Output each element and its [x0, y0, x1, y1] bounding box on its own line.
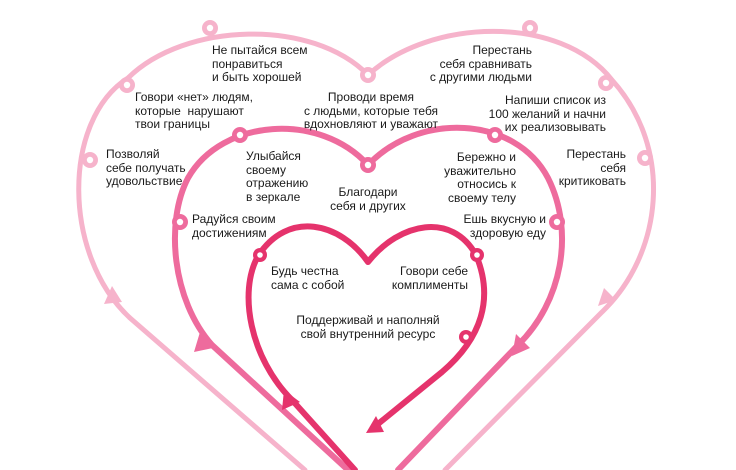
middle-node-center: [176, 218, 184, 226]
tip-wish-list: Напиши список из 100 желаний и начни их …: [488, 93, 606, 134]
tip-stop-criticizing: Перестань себя критиковать: [558, 147, 626, 188]
middle-node-center: [236, 131, 244, 139]
tip-allow-pleasure: Позволяй себе получать удовольствие: [106, 147, 186, 188]
tip-rejoice-achievements: Радуйся своим достижениям: [192, 212, 276, 240]
tip-eat-well: Ешь вкусную и здоровую еду: [463, 212, 546, 240]
middle-right-arrow-icon: [512, 334, 530, 356]
middle-node-center: [491, 131, 499, 139]
inner-left-arrow-icon: [282, 390, 300, 410]
inner-node-center: [474, 252, 480, 258]
middle-node-center: [553, 218, 561, 226]
tip-stop-comparing: Перестань себя сравнивать с другими людь…: [429, 43, 532, 84]
outer-node-center: [526, 24, 534, 32]
tip-spend-time: Проводи время с людьми, которые тебя вдо…: [303, 90, 439, 131]
tip-thank: Благодари себя и других: [330, 185, 406, 213]
inner-node-center: [257, 252, 263, 258]
inner-right-arrow-icon: [366, 416, 384, 433]
outer-node-center: [206, 24, 214, 32]
outer-node-center: [641, 154, 649, 162]
outer-node-center: [86, 156, 94, 164]
tip-body-care: Бережно и уважительно относись к своему …: [444, 150, 516, 205]
outer-node-center: [123, 81, 131, 89]
tip-inner-resource: Поддерживай и наполняй свой внутренний р…: [296, 313, 440, 341]
middle-node-center: [364, 161, 372, 169]
outer-left-arrow-icon: [104, 286, 122, 304]
outer-node-center: [602, 79, 610, 87]
tip-say-no: Говори «нет» людям, которые нарушают тво…: [135, 90, 253, 131]
middle-left-arrow-icon: [194, 332, 213, 352]
tip-compliments: Говори себе комплименты: [391, 264, 468, 292]
outer-node-center: [364, 71, 372, 79]
tip-dont-please-everyone: Не пытайся всем понравиться и быть хорош…: [212, 43, 308, 84]
tip-smile-mirror: Улыбайся своему отражению в зеркале: [246, 149, 309, 204]
path-nodes: [82, 20, 653, 344]
arrowheads: [104, 286, 616, 433]
inner-heart-path: [245, 223, 488, 470]
outer-right-arrow-icon: [598, 288, 616, 306]
inner-node-center: [463, 334, 469, 340]
tip-be-honest: Будь честна сама с собой: [271, 264, 345, 292]
